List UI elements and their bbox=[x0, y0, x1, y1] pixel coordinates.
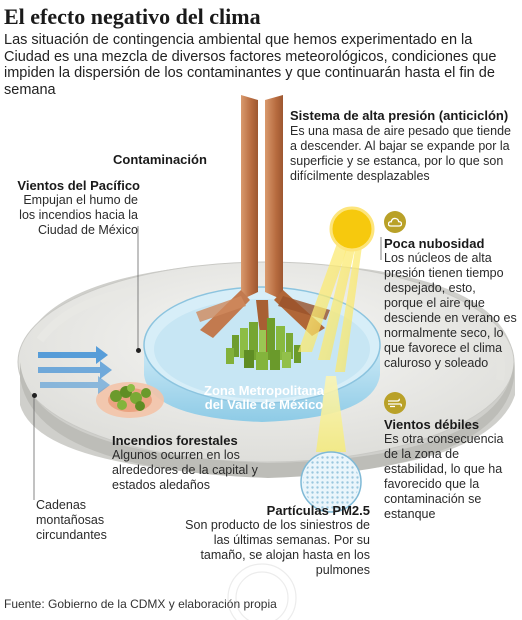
cadenas-text: Cadenas montañosas circundantes bbox=[36, 498, 107, 542]
pacific-wind-arrows bbox=[38, 346, 112, 394]
forest-fire-area bbox=[96, 382, 164, 418]
cloud-icon bbox=[384, 211, 406, 233]
particulas-title: Partículas PM2.5 bbox=[266, 503, 370, 518]
particulas-text: Son producto de los siniestros de las úl… bbox=[185, 518, 370, 577]
wind-icon bbox=[384, 392, 406, 414]
city-buildings bbox=[226, 318, 301, 370]
sistema-title: Sistema de alta presión (anticiclón) bbox=[290, 108, 509, 123]
leader-lines bbox=[33, 226, 382, 500]
sistema-text: Es una masa de aire pesado que tiende a … bbox=[290, 124, 511, 183]
nubosidad-text: Los núcleos de alta presión tienen tiemp… bbox=[384, 251, 517, 370]
zona-label: Zona Metropolitana del Valle de México bbox=[204, 383, 324, 412]
incendios-marker bbox=[136, 348, 141, 353]
intro-text: Las situación de contingencia ambiental … bbox=[4, 32, 497, 98]
cadenas-marker bbox=[32, 393, 37, 398]
pm25-magnifier bbox=[300, 376, 362, 513]
sun-beams bbox=[298, 235, 362, 372]
source-text: Fuente: Gobierno de la CDMX y elaboració… bbox=[4, 597, 277, 611]
vientos-debiles-title: Vientos débiles bbox=[384, 417, 480, 432]
vientos-pacifico-title: Vientos del Pacífico bbox=[17, 178, 140, 193]
page-title: El efecto negativo del clima bbox=[4, 4, 261, 29]
sun bbox=[329, 206, 375, 252]
vientos-debiles-text: Es otra consecuencia de la zona de estab… bbox=[384, 432, 504, 521]
contaminacion-label: Contaminación bbox=[113, 152, 207, 167]
nubosidad-title: Poca nubosidad bbox=[384, 236, 485, 251]
incendios-title: Incendios forestales bbox=[112, 433, 238, 448]
incendios-text: Algunos ocurren en los alrededores de la… bbox=[112, 448, 258, 492]
watermark-seal bbox=[227, 563, 297, 620]
vientos-pacifico-text: Empujan el humo de los incendios hacia l… bbox=[19, 193, 138, 237]
